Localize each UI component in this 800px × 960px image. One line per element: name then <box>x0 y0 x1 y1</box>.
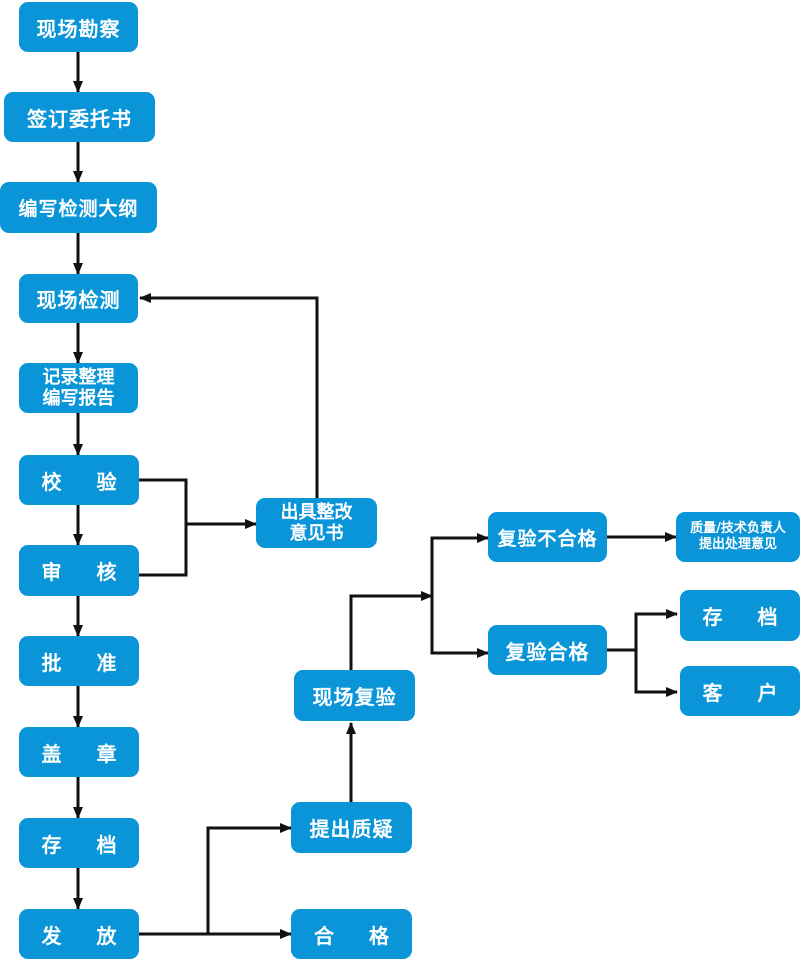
node-sign-contract: 签订委托书 <box>4 92 155 142</box>
arrow-to-retest-pass <box>430 596 489 658</box>
node-approve: 批 准 <box>19 636 139 686</box>
node-site-survey: 现场勘察 <box>19 2 138 52</box>
node-raise-query: 提出质疑 <box>291 802 412 853</box>
arrow-pass-to-archive <box>634 609 678 650</box>
node-site-testing: 现场检测 <box>19 274 138 323</box>
node-handling-opinion: 质量/技术负责人 提出处理意见 <box>676 512 800 562</box>
node-archive: 存 档 <box>19 818 139 868</box>
arrow-pass-to-customer <box>634 650 678 697</box>
node-customer: 客 户 <box>680 666 800 716</box>
node-review: 审 核 <box>19 545 139 596</box>
node-write-outline: 编写检测大纲 <box>0 182 157 233</box>
arrow-issue-to-query <box>206 823 292 934</box>
node-retest-pass: 复验合格 <box>488 625 607 675</box>
node-site-retest: 现场复验 <box>294 670 415 721</box>
node-rectification-notice: 出具整改 意见书 <box>256 498 377 548</box>
arrow-to-retest-fail <box>430 533 489 596</box>
arrow-rectification-to-testing <box>139 293 319 498</box>
connector-verify-review-merge <box>139 478 188 577</box>
node-qualified: 合 格 <box>291 909 412 959</box>
node-seal: 盖 章 <box>19 727 139 777</box>
node-verify: 校 验 <box>19 455 139 505</box>
node-retest-fail: 复验不合格 <box>488 512 607 562</box>
node-record-report: 记录整理 编写报告 <box>19 363 138 413</box>
node-archive-2: 存 档 <box>680 590 800 641</box>
node-issue: 发 放 <box>19 909 139 959</box>
arrow-retest-to-results <box>349 591 433 670</box>
